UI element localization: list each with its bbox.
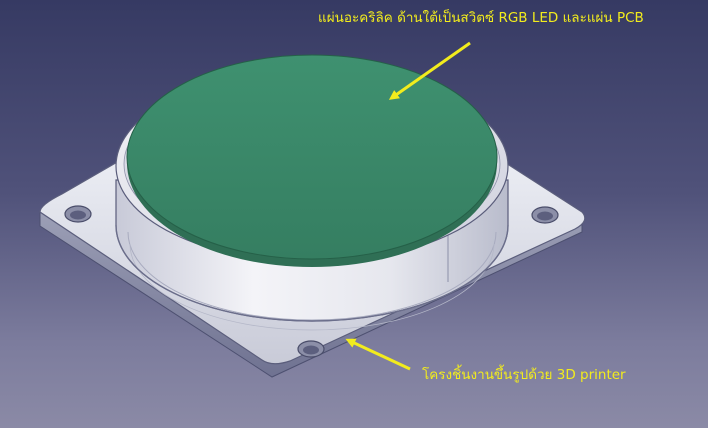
housing-base-ring xyxy=(115,224,509,322)
acrylic-annotation-label: แผ่นอะคริลิค ด้านใต้เป็นสวิตซ์ RGB LED แ… xyxy=(318,10,644,26)
bottom-annotation-arrow xyxy=(345,338,411,371)
acrylic-plate xyxy=(126,54,498,260)
top-annotation-arrow xyxy=(388,41,471,100)
frame-annotation-label: โครงชิ้นงานขึ้นรูปด้วย 3D printer xyxy=(422,367,626,383)
